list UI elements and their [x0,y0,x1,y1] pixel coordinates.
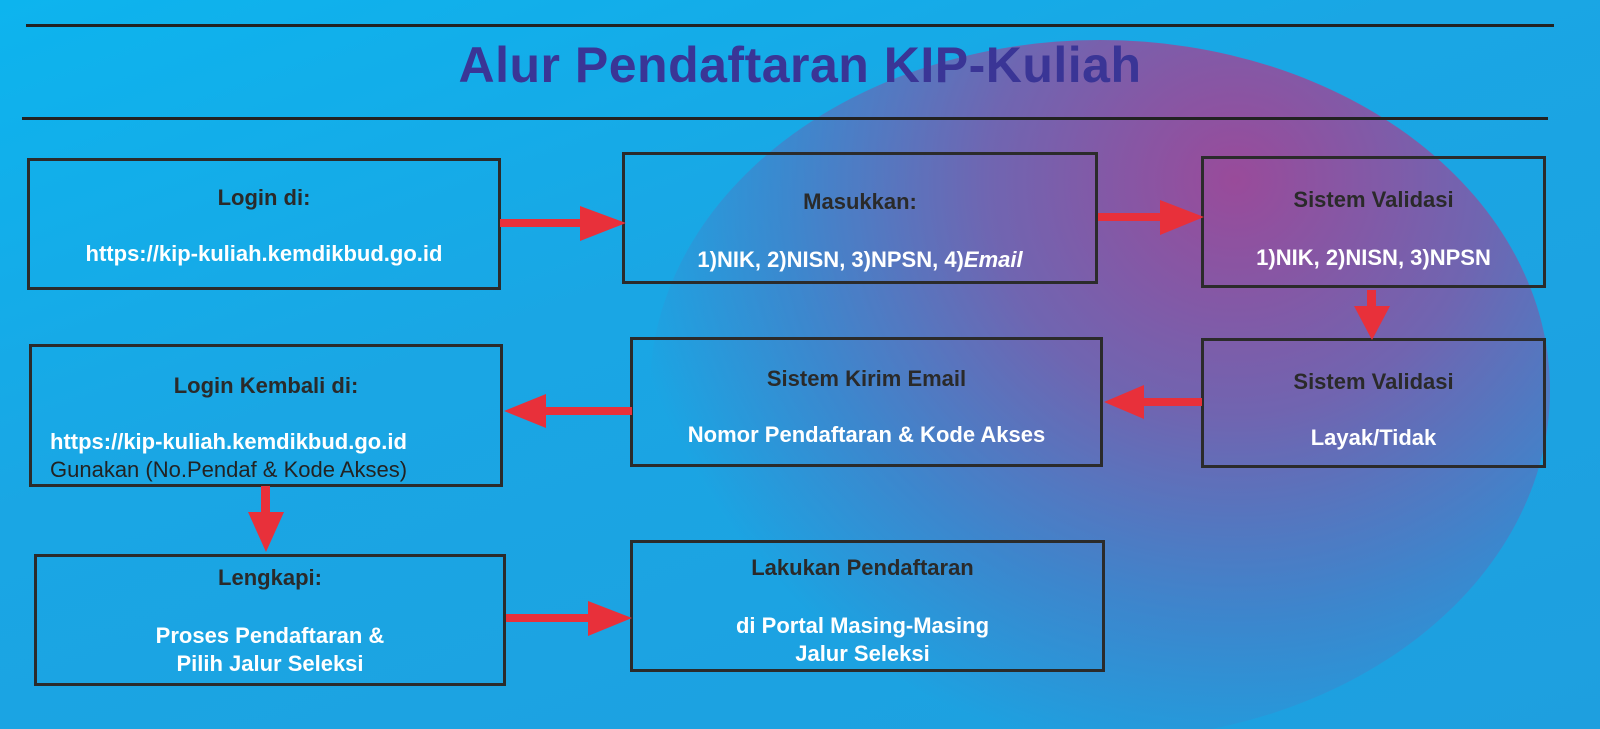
step-login-kembali-url: https://kip-kuliah.kemdikbud.go.id [50,429,407,454]
step-masukkan-email: Email [963,247,1023,272]
step-lengkapi-line2: Pilih Jalur Seleksi [176,651,364,676]
step-login-url: https://kip-kuliah.kemdikbud.go.id [85,241,443,266]
step-validasi-data-items: 1)NIK, 2)NISN, 3)NPSN [1256,245,1491,270]
step-validasi-data: Sistem Validasi 1)NIK, 2)NISN, 3)NPSN [1201,156,1546,288]
step-validasi-data-heading: Sistem Validasi [1293,187,1454,212]
arrow-validasi-down [1354,290,1390,340]
step-masukkan-heading: Masukkan: [803,189,917,214]
title-rule-bottom [22,117,1548,120]
arrow-kirim-email-to-login-kembali [504,394,632,428]
arrow-masukkan-to-validasi [1098,200,1204,235]
arrow-login-to-masukkan [500,206,626,241]
step-lakukan-line1: di Portal Masing-Masing [735,613,990,638]
step-login: Login di: https://kip-kuliah.kemdikbud.g… [27,158,501,290]
step-masukkan-items: 1)NIK, 2)NISN, 3)NPSN, 4)Email [625,247,1095,273]
arrow-lengkapi-to-lakukan [506,601,632,636]
step-login-kembali: Login Kembali di: https://kip-kuliah.kem… [29,344,503,487]
step-lengkapi: Lengkapi: Proses Pendaftaran & Pilih Jal… [34,554,506,686]
step-masukkan-items-text: 1)NIK, 2)NISN, 3)NPSN, 4) [697,247,964,272]
step-validasi-hasil-heading: Sistem Validasi [1293,369,1454,394]
step-login-heading: Login di: [217,185,311,210]
step-masukkan: Masukkan: 1)NIK, 2)NISN, 3)NPSN, 4)Email [622,152,1098,284]
step-kirim-email: Sistem Kirim Email Nomor Pendaftaran & K… [630,337,1103,467]
step-lengkapi-line1: Proses Pendaftaran & [155,623,385,648]
step-lakukan-line2: Jalur Seleksi [795,641,930,666]
step-login-kembali-heading: Login Kembali di: [173,373,359,398]
step-lakukan-pendaftaran: Lakukan Pendaftaran di Portal Masing-Mas… [630,540,1105,672]
step-lakukan-heading: Lakukan Pendaftaran [751,555,974,580]
diagram-title: Alur Pendaftaran KIP-Kuliah [458,37,1142,93]
arrow-login-kembali-down [248,486,284,552]
step-validasi-hasil-result: Layak/Tidak [1310,425,1437,450]
step-kirim-email-heading: Sistem Kirim Email [766,366,967,391]
step-lengkapi-heading: Lengkapi: [218,565,322,590]
step-validasi-hasil: Sistem Validasi Layak/Tidak [1201,338,1546,468]
title-rule-top [26,24,1554,27]
arrow-validasi-to-kirim-email [1104,385,1202,419]
step-kirim-email-content: Nomor Pendaftaran & Kode Akses [687,422,1046,447]
step-login-kembali-note: Gunakan (No.Pendaf & Kode Akses) [50,457,408,482]
